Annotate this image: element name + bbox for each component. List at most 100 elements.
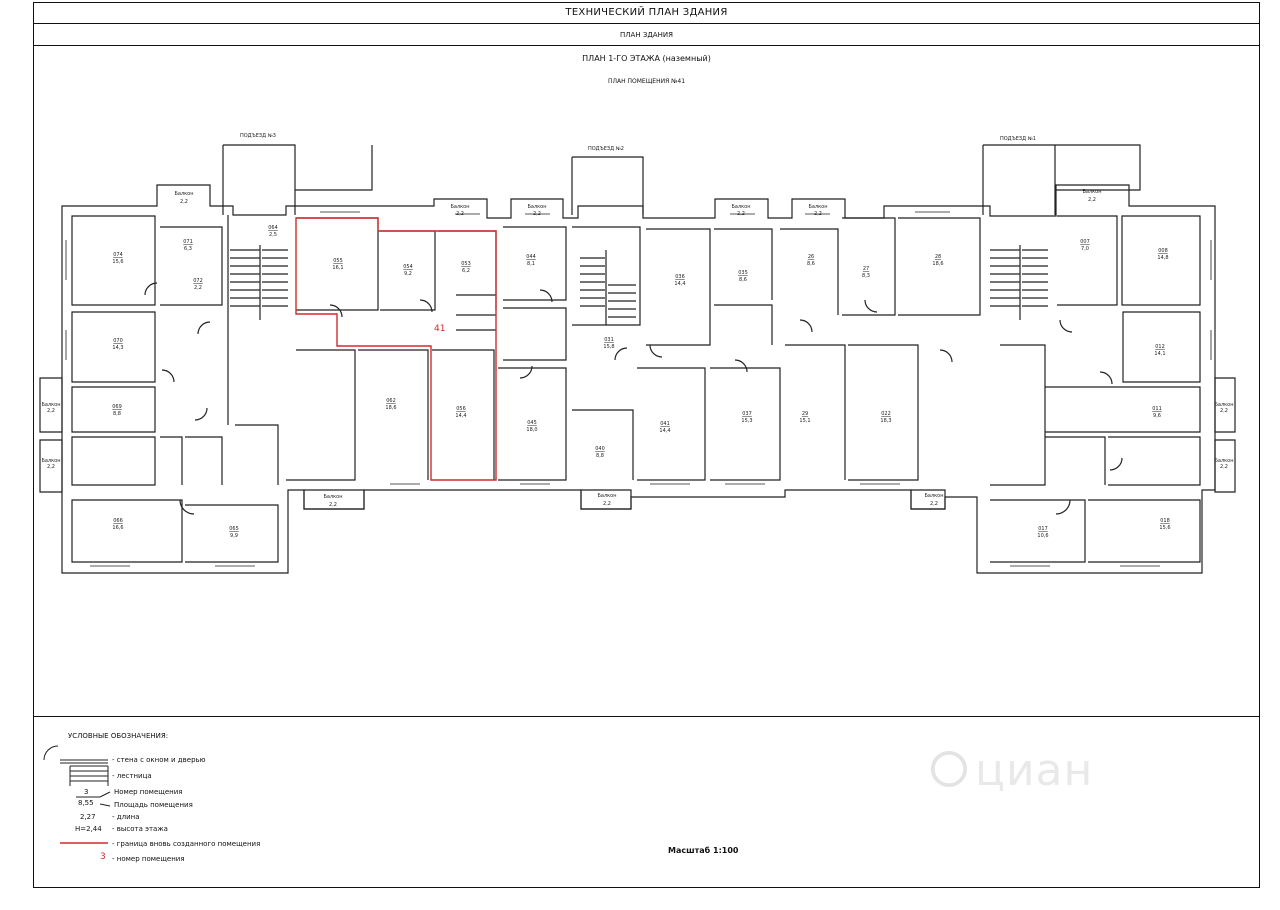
room-area: 6,2 <box>462 268 470 274</box>
legend-number-line <box>76 791 111 798</box>
room-number: 040 <box>595 446 605 452</box>
room-area: 15,1 <box>799 418 810 424</box>
room-area: 9,6 <box>1153 413 1161 419</box>
room-number: 036 <box>675 274 685 280</box>
walls-left <box>71 215 279 563</box>
room-area: 14,4 <box>674 281 685 287</box>
room-area: 6,3 <box>184 246 192 252</box>
balcony-area: 2,2 <box>456 211 464 217</box>
room-area: 9,9 <box>230 533 238 539</box>
room-number: 045 <box>527 420 537 426</box>
windows <box>65 211 1212 567</box>
room-area: 10,6 <box>1037 533 1048 539</box>
balcony-label: Балкон <box>41 402 60 408</box>
room-number: 070 <box>113 338 123 344</box>
legend-length: - длина <box>112 813 140 821</box>
room-number: 064 <box>268 225 278 231</box>
legend-stairs: - лестница <box>112 772 152 780</box>
legend-stairs-symbol <box>69 765 109 786</box>
stairs-left <box>230 245 288 320</box>
room-number: 031 <box>604 337 614 343</box>
balcony-area: 2,2 <box>737 211 745 217</box>
balcony-label: Балкон <box>1214 458 1233 464</box>
balcony-label: Балкон <box>1082 189 1101 195</box>
room-number: 037 <box>742 411 752 417</box>
room-number: 072 <box>193 278 203 284</box>
balcony-label: Балкон <box>41 458 60 464</box>
balcony-bottom <box>303 489 946 510</box>
room-area: 15,3 <box>741 418 752 424</box>
plan-subtitle: ПЛАН ПОМЕЩЕНИЯ №41 <box>607 78 686 85</box>
room-area: 8,8 <box>596 453 604 459</box>
legend-area-line <box>99 803 111 807</box>
room-number: 012 <box>1155 344 1165 350</box>
balcony-label: Балкон <box>527 204 546 210</box>
room-number: 074 <box>113 252 123 258</box>
highlight-room-number: 41 <box>434 324 445 334</box>
room-area: 14,4 <box>455 413 466 419</box>
room-number: 069 <box>112 404 122 410</box>
room-area: 7,0 <box>1081 246 1089 252</box>
room-number: 044 <box>526 254 536 260</box>
room-area: 8,6 <box>807 261 815 267</box>
room-number: 055 <box>333 258 343 264</box>
balcony-label: Балкон <box>323 494 342 500</box>
room-area: 18,0 <box>526 427 537 433</box>
balcony-label: Балкон <box>597 493 616 499</box>
legend-length-sample: 2,27 <box>80 813 96 821</box>
legend-room-area: Площадь помещения <box>114 801 193 809</box>
legend-red-number-sample: 3 <box>100 852 106 862</box>
room-number: 054 <box>403 264 413 270</box>
room-number: 035 <box>738 270 748 276</box>
room-number: 062 <box>386 398 396 404</box>
entrance-label: ПОДЪЕЗД №1 <box>1000 136 1036 142</box>
balcony-area: 2,2 <box>1220 464 1228 470</box>
room-area: 18,6 <box>932 261 943 267</box>
balcony-label: Балкон <box>808 204 827 210</box>
room-number: 017 <box>1038 526 1048 532</box>
document-subtitle: ПЛАН ЗДАНИЯ <box>33 24 1260 46</box>
legend-height: - высота этажа <box>112 825 168 833</box>
balcony-area: 2,2 <box>814 211 822 217</box>
legend-separator <box>33 716 1260 717</box>
room-number: 29 <box>802 411 808 417</box>
drawing-frame <box>33 2 1260 888</box>
watermark-logo-icon <box>930 750 968 788</box>
room-number: 022 <box>881 411 891 417</box>
legend-room-number: Номер помещения <box>114 788 183 796</box>
porch-right <box>982 144 1141 215</box>
balcony-sides <box>39 377 1236 493</box>
room-area: 2,5 <box>269 232 277 238</box>
balcony-label: Балкон <box>924 493 943 499</box>
room-number: 011 <box>1152 406 1162 412</box>
room-area: 14,4 <box>659 428 670 434</box>
legend-new-border: - граница вновь созданного помещения <box>112 840 261 848</box>
room-area: 8,1 <box>527 261 535 267</box>
plan-title: ПЛАН 1-ГО ЭТАЖА (наземный) <box>582 54 711 63</box>
room-number: 26 <box>808 254 814 260</box>
room-number: 066 <box>113 518 123 524</box>
legend-wall: - стена с окном и дверью <box>112 756 206 764</box>
balcony-area: 2,2 <box>47 464 55 470</box>
legend-height-sample: H=2,44 <box>75 825 102 833</box>
room-area: 9,2 <box>404 271 412 277</box>
room-number: 28 <box>935 254 941 260</box>
balcony-label: Балкон <box>174 191 193 197</box>
room-area: 14,8 <box>1157 255 1168 261</box>
balcony-label: Балкон <box>731 204 750 210</box>
legend-title: УСЛОВНЫЕ ОБОЗНАЧЕНИЯ: <box>68 732 169 740</box>
room-area: 15,6 <box>1159 525 1170 531</box>
document-title: ТЕХНИЧЕСКИЙ ПЛАН ЗДАНИЯ <box>33 2 1260 24</box>
porch-center <box>571 156 644 215</box>
room-area: 14,3 <box>112 345 123 351</box>
room-number: 065 <box>229 526 239 532</box>
legend-wall-symbol <box>43 745 108 764</box>
balcony-area: 2,2 <box>329 502 337 508</box>
balcony-label: Балкон <box>1214 402 1233 408</box>
balcony-area: 2,2 <box>930 501 938 507</box>
room-area: 18,6 <box>385 405 396 411</box>
room-number: 018 <box>1160 518 1170 524</box>
building-outline <box>61 184 1216 574</box>
